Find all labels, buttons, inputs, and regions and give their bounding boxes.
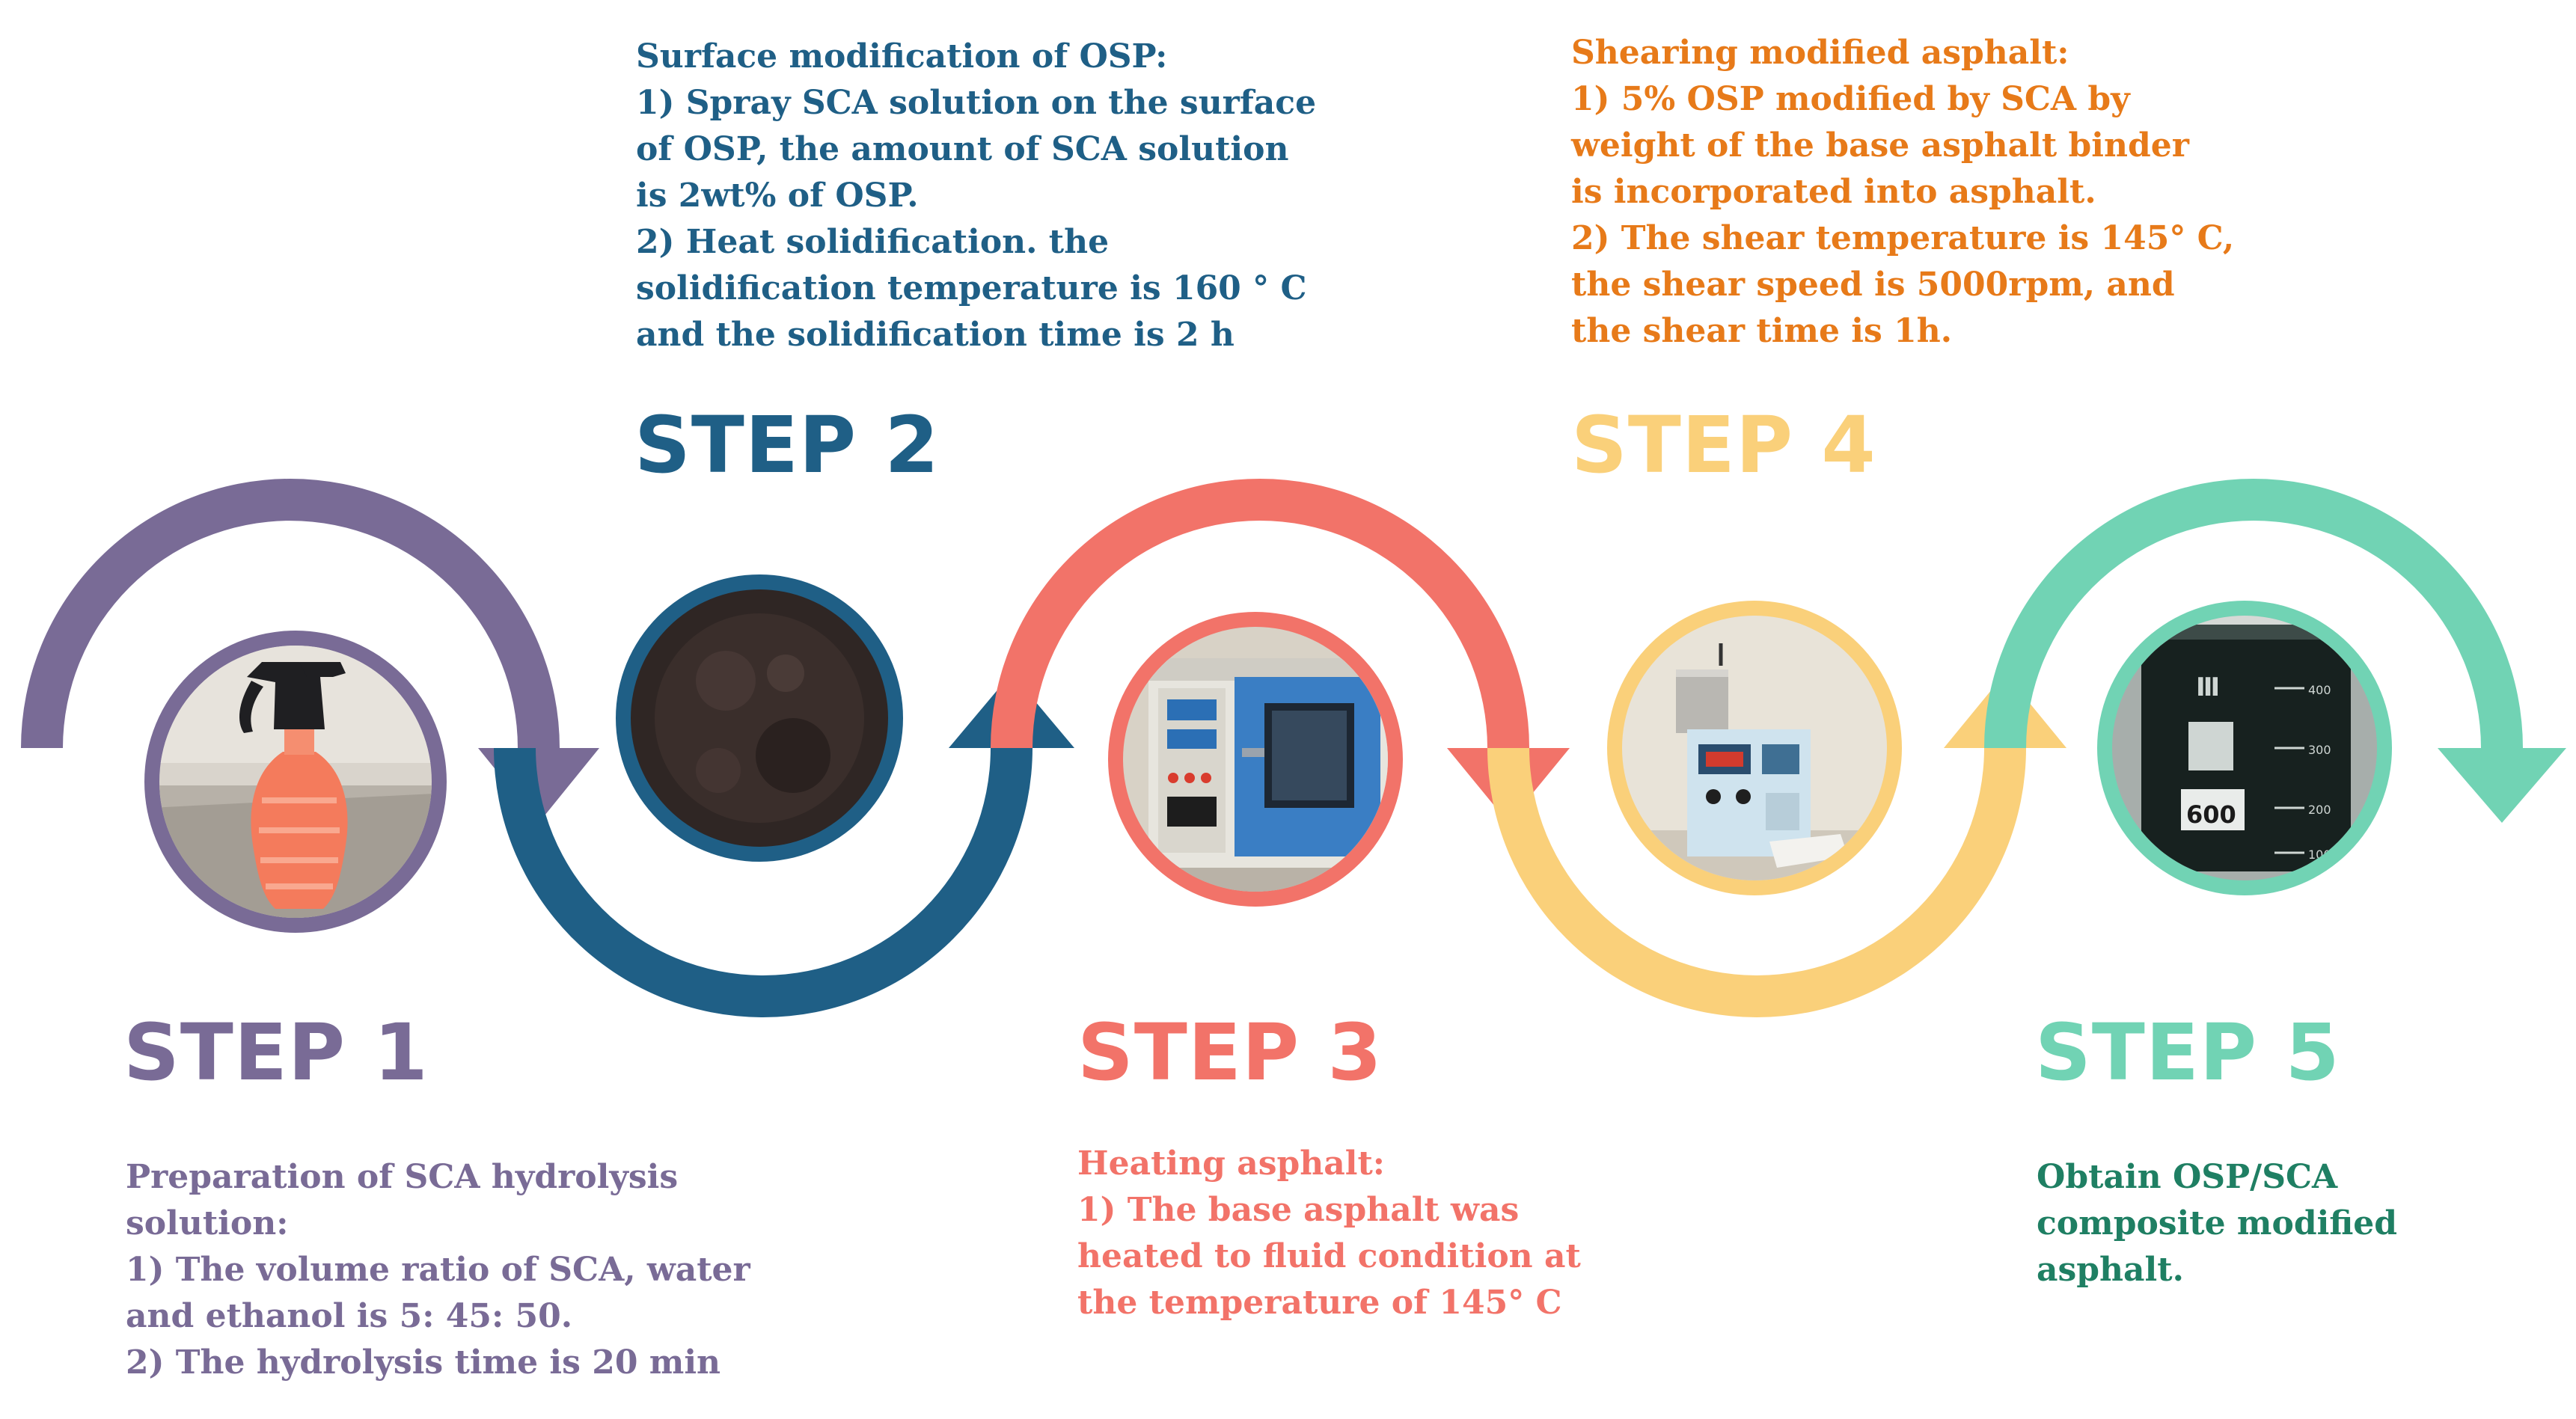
step3-title: STEP 3	[1077, 1007, 1383, 1098]
step2-line: and the solidification time is 2 h	[636, 316, 1235, 354]
step2-line: 2) Heat solidification. the	[636, 223, 1110, 261]
step1-line: 1) The volume ratio of SCA, water	[126, 1251, 750, 1289]
step1-line: 2) The hydrolysis time is 20 min	[126, 1343, 721, 1382]
step2-arc-arrow	[494, 673, 1074, 1017]
step1-arc-arrow	[21, 479, 599, 823]
step4-line: 1) 5% OSP modified by SCA by	[1571, 80, 2130, 118]
step4-title: STEP 4	[1571, 399, 1876, 491]
step1-line: Preparation of SCA hydrolysis	[126, 1158, 679, 1196]
beaker-tick-label: 200	[2308, 803, 2331, 817]
step1-photo-spray-bottle	[144, 631, 447, 933]
step4-line: Shearing modified asphalt:	[1571, 34, 2069, 72]
step4-line: is incorporated into asphalt.	[1571, 173, 2096, 211]
step2-title: STEP 2	[634, 399, 940, 491]
step4-description: Shearing modified asphalt: 1) 5% OSP mod…	[1571, 30, 2234, 355]
step5-photo-beaker: Ⅲ 400 300 200 100 600	[2097, 601, 2392, 895]
step5-arc-arrow	[1984, 479, 2566, 823]
step2-line: is 2wt% of OSP.	[636, 177, 919, 215]
step4-line: the shear time is 1h.	[1571, 312, 1953, 350]
beaker-tick-label: 400	[2308, 683, 2331, 697]
step3-line: 1) The base asphalt was	[1077, 1191, 1520, 1229]
step3-line: the temperature of 145° C	[1077, 1284, 1562, 1322]
step4-line: weight of the base asphalt binder	[1571, 126, 2189, 165]
step3-arc-arrow	[991, 479, 1570, 823]
step5-line: Obtain OSP/SCA	[2037, 1158, 2338, 1196]
step1-line: solution:	[126, 1204, 289, 1242]
step5-description: Obtain OSP/SCA composite modified asphal…	[2037, 1154, 2397, 1293]
beaker-tick-label: 300	[2308, 743, 2331, 757]
step4-line: 2) The shear temperature is 145° C,	[1571, 219, 2235, 257]
step2-line: of OSP, the amount of SCA solution	[636, 130, 1289, 168]
step4-arc-arrow	[1487, 673, 2066, 1017]
step5-line: composite modified	[2037, 1204, 2398, 1242]
step4-photo-shear-mixer	[1607, 601, 1902, 895]
step2-line: Surface modification of OSP:	[636, 37, 1168, 76]
beaker-brand-mark: Ⅲ	[2196, 672, 2220, 702]
step3-photo-heating-oven	[1108, 612, 1403, 907]
step1-description: Preparation of SCA hydrolysis solution: …	[126, 1154, 750, 1386]
step1-title: STEP 1	[123, 1007, 429, 1098]
step5-line: asphalt.	[2037, 1251, 2184, 1289]
step2-description: Surface modification of OSP: 1) Spray SC…	[636, 34, 1316, 358]
step2-photo-osp-powder	[616, 574, 903, 862]
step2-line: solidification temperature is 160 ° C	[636, 269, 1307, 307]
step2-line: 1) Spray SCA solution on the surface	[636, 84, 1317, 122]
step3-line: heated to fluid condition at	[1077, 1237, 1581, 1275]
step3-line: Heating asphalt:	[1077, 1144, 1386, 1183]
step3-description: Heating asphalt: 1) The base asphalt was…	[1077, 1141, 1581, 1326]
step5-title: STEP 5	[2035, 1007, 2340, 1098]
step4-line: the shear speed is 5000rpm, and	[1571, 266, 2175, 304]
step1-line: and ethanol is 5: 45: 50.	[126, 1297, 573, 1335]
beaker-volume-label: 600	[2186, 800, 2236, 829]
